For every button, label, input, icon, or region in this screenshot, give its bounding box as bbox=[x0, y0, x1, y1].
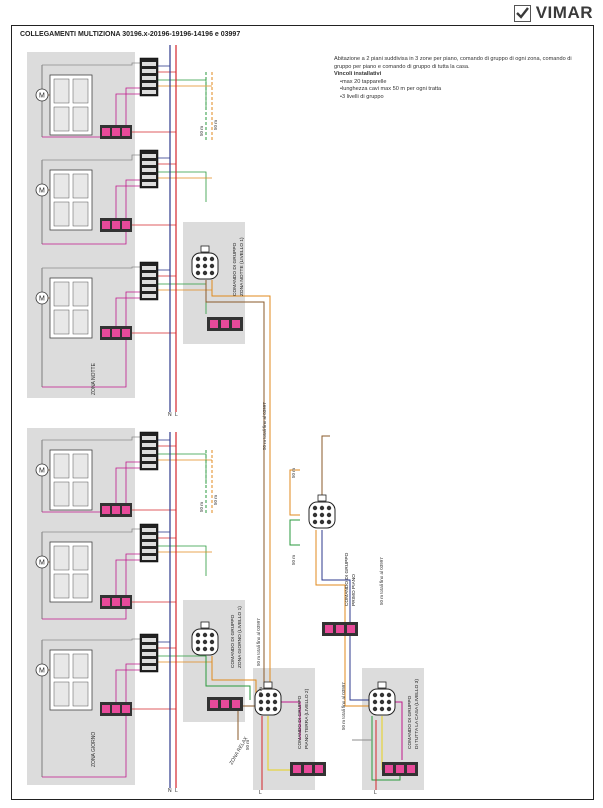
diagram-frame bbox=[11, 25, 594, 800]
constraint-item: lunghezza cavi max 50 m per ogni tratta bbox=[340, 86, 584, 94]
constraint-item: 3 livelli di gruppo bbox=[340, 94, 584, 102]
brand-name: VIMAR bbox=[535, 3, 593, 22]
vimar-check-logo-icon bbox=[513, 4, 531, 22]
constraint-item: max 20 tapparelle bbox=[340, 79, 584, 87]
brand-logo: VIMAR bbox=[513, 3, 593, 23]
constraints-list: max 20 tapparelle lunghezza cavi max 50 … bbox=[334, 79, 584, 102]
page-title: COLLEGAMENTI MULTIZIONA 30196.x-20196-19… bbox=[20, 31, 241, 38]
installation-notes: Abitazione a 2 piani suddivisa in 3 zone… bbox=[334, 56, 584, 102]
notes-description: Abitazione a 2 piani suddivisa in 3 zone… bbox=[334, 56, 572, 70]
constraints-title: Vincoli installativi bbox=[334, 71, 382, 78]
